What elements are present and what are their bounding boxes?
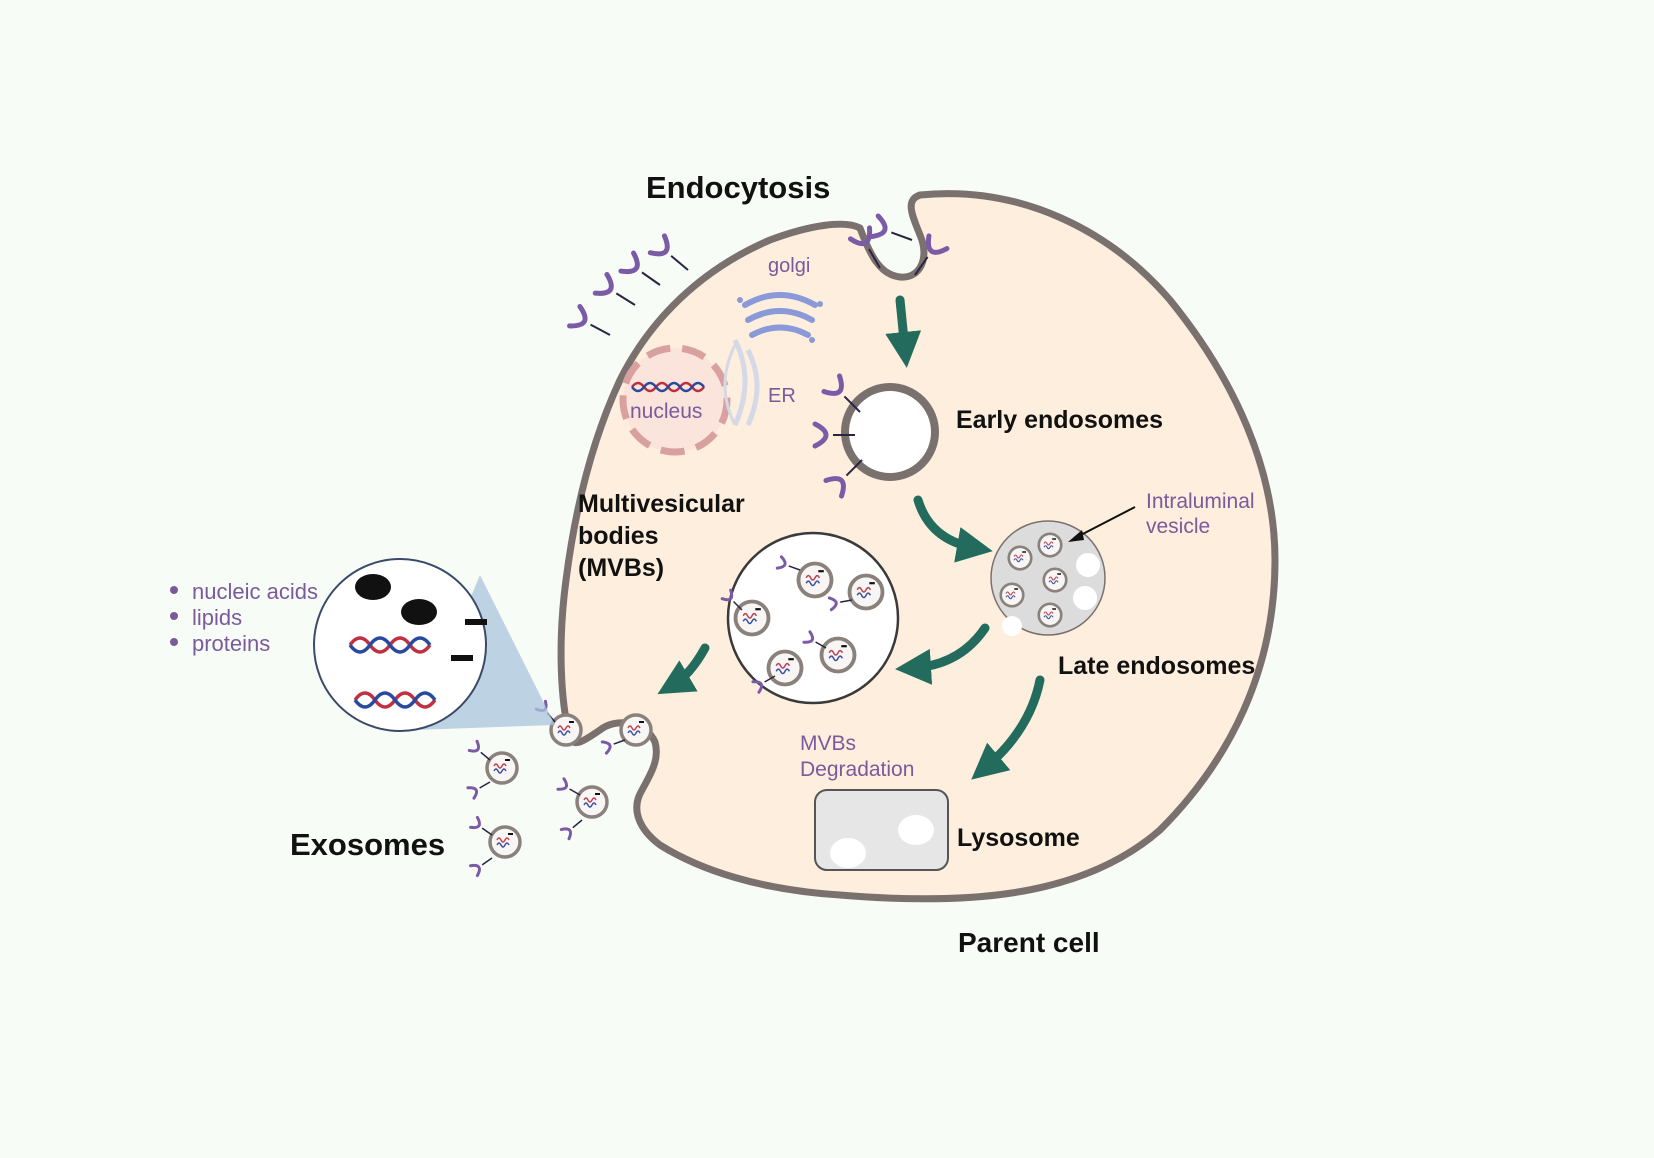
- mvb-degradation-label-line2: Degradation: [800, 758, 914, 781]
- cargo-item: lipids: [192, 605, 242, 630]
- golgi-apparatus: [737, 292, 823, 343]
- early-endosome: [815, 376, 939, 496]
- cargo-list: nucleic acids lipids proteins: [170, 579, 318, 656]
- endocytosis-label: Endocytosis: [646, 170, 830, 205]
- mvb-label-line3: (MVBs): [578, 554, 664, 582]
- arrow-early-to-late: [913, 495, 993, 563]
- early-endosomes-label: Early endosomes: [956, 406, 1163, 434]
- lysosome: [814, 789, 949, 871]
- intraluminal-label-line1: Intraluminal: [1146, 490, 1255, 513]
- exosomes-label: Exosomes: [290, 827, 445, 862]
- cargo-item: proteins: [192, 631, 270, 656]
- nucleus-label: nucleus: [630, 400, 702, 423]
- er-label: ER: [768, 385, 796, 407]
- parent-cell-membrane: [557, 190, 1279, 903]
- golgi-label: golgi: [768, 255, 810, 277]
- endoplasmic-reticulum: [723, 338, 760, 427]
- pathway-arrows: [657, 295, 1045, 780]
- intraluminal-pointer-arrow: [1068, 506, 1136, 542]
- released-exosomes: [466, 739, 609, 878]
- late-endosomes-label: Late endosomes: [1058, 652, 1255, 680]
- arrow-endocytosis-to-early: [885, 295, 922, 368]
- late-endosome: [990, 520, 1106, 636]
- multivesicular-body: [720, 531, 900, 705]
- mvb-label-line1: Multivesicular: [578, 490, 745, 518]
- mvb-label-line2: bodies: [578, 522, 659, 550]
- arrow-late-to-mvb: [895, 623, 990, 685]
- arrow-mvb-to-membrane: [657, 643, 710, 695]
- mvb-degradation-label-line1: MVBs: [800, 732, 856, 755]
- exosome-content-zoom: [313, 558, 487, 732]
- cargo-item: nucleic acids: [192, 579, 318, 604]
- intraluminal-label-line2: vesicle: [1146, 515, 1210, 538]
- arrow-late-to-lysosome: [971, 675, 1045, 780]
- lysosome-label: Lysosome: [957, 824, 1080, 852]
- parent-cell-label: Parent cell: [958, 927, 1100, 958]
